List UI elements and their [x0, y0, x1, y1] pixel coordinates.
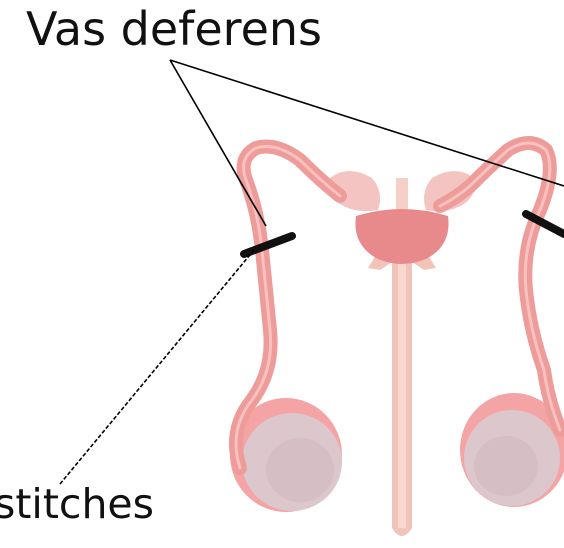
- ejaculatory-duct: [396, 178, 408, 214]
- prostate: [355, 209, 448, 264]
- vas-leader-right: [170, 60, 564, 186]
- urethra: [368, 235, 436, 536]
- stitches-leader: [60, 250, 254, 484]
- vas-deferens-label: Vas deferens: [26, 6, 322, 52]
- stitches-label: stitches: [0, 484, 154, 525]
